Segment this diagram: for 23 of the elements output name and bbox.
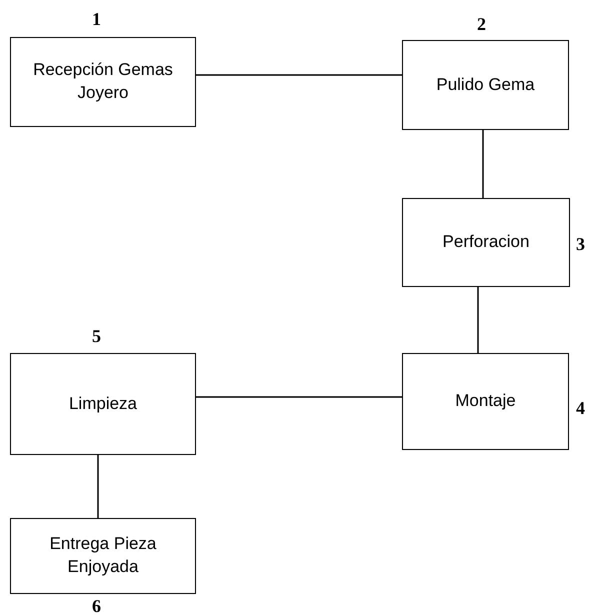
step-number: 1	[92, 10, 101, 28]
step-number: 2	[477, 15, 486, 33]
process-box	[10, 353, 196, 455]
step-number: 4	[576, 399, 585, 417]
box-label: Recepción Gemas Joyero	[32, 59, 174, 104]
box-label: Entrega Pieza Enjoyada	[48, 533, 158, 578]
step-number: 6	[92, 597, 101, 615]
process-box	[402, 40, 569, 130]
connector-line	[97, 455, 99, 518]
process-box	[402, 353, 569, 450]
process-box	[402, 198, 570, 287]
box-label: Pulido Gema	[436, 74, 535, 96]
step-number: 3	[576, 235, 585, 253]
connector-line	[196, 396, 402, 398]
box-label: Perforacion	[442, 231, 530, 254]
box-label: Limpieza	[68, 392, 138, 415]
connector-line	[196, 74, 402, 76]
process-box	[10, 518, 196, 594]
connector-line	[482, 130, 484, 198]
process-box	[10, 37, 196, 127]
connector-line	[477, 287, 479, 353]
step-number: 5	[92, 327, 101, 345]
box-label: Montaje	[455, 390, 516, 412]
